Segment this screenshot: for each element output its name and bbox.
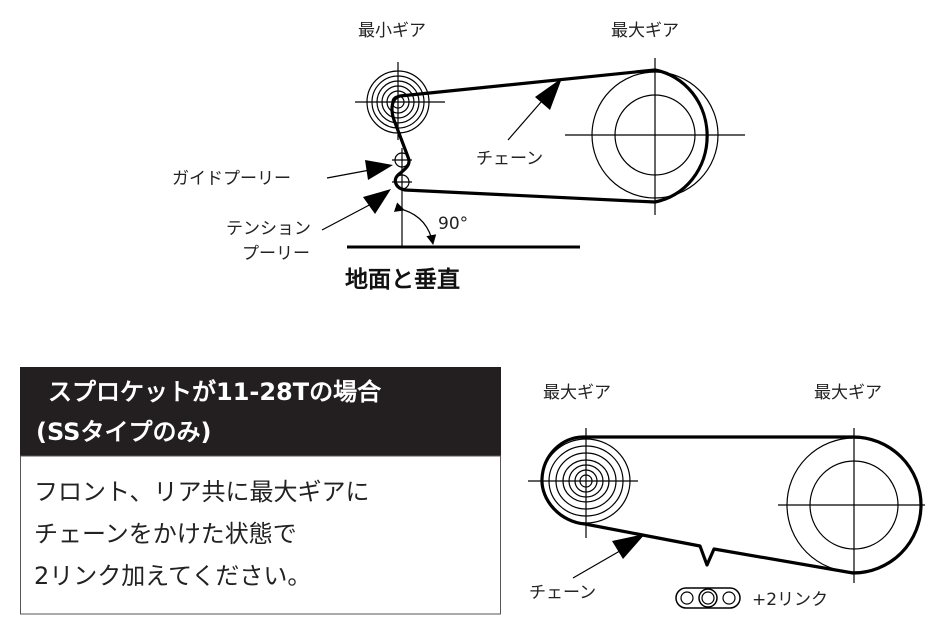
largest-gear-label: 最大ギア xyxy=(611,21,679,41)
arrowhead-icon xyxy=(363,189,391,214)
front-chainring-icon xyxy=(528,428,638,538)
guide-pulley-arrow-icon xyxy=(326,169,371,179)
note-header-line1: スプロケットが11-28Tの場合 xyxy=(48,378,382,406)
note-header-line2: (SSタイプのみ) xyxy=(36,418,211,446)
plus-two-links-label: +2リンク xyxy=(752,590,828,610)
smallest-gear-label: 最小ギア xyxy=(358,21,426,41)
arrowhead-icon xyxy=(535,78,562,110)
chain-path xyxy=(540,435,923,575)
angle-label: 90° xyxy=(438,214,468,234)
arrowhead-icon xyxy=(365,160,393,180)
caption-perpendicular-to-ground: 地面と垂直 xyxy=(345,266,460,293)
rear-gear-label: 最大ギア xyxy=(814,383,882,403)
small-sprocket-icon xyxy=(355,62,445,140)
tension-pulley-arrow-icon xyxy=(321,201,376,231)
chain-label: チェーン xyxy=(476,149,543,169)
large-chainring-icon xyxy=(565,58,745,215)
chain-path xyxy=(390,68,709,204)
note-body-border xyxy=(20,455,501,615)
front-gear-label: 最大ギア xyxy=(543,383,611,403)
note-body-line2: チェーンをかけた状態で xyxy=(34,520,297,548)
note-body-line1: フロント、リア共に最大ギアに xyxy=(34,478,370,506)
tension-pulley-label-line2: プーリー xyxy=(242,244,310,264)
chain-links-icon xyxy=(675,587,741,609)
chain-label: チェーン xyxy=(529,583,596,603)
note-body-line3: 2リンク加えてください。 xyxy=(34,562,311,590)
tension-pulley-label-line1: テンション xyxy=(226,219,311,239)
chain-pointer-arrow-icon xyxy=(572,547,626,579)
top-diagram: 最小ギア 最大ギア 90° xyxy=(172,21,745,293)
note-box: スプロケットが11-28Tの場合 (SSタイプのみ) フロント、リア共に最大ギア… xyxy=(20,367,501,615)
guide-pulley-label: ガイドプーリー xyxy=(172,169,291,189)
right-angle-arrow-icon xyxy=(393,202,437,245)
rear-sprocket-icon xyxy=(778,428,925,583)
arrowhead-icon xyxy=(612,534,645,559)
note-header-background xyxy=(20,367,501,456)
bottom-diagram: 最大ギア 最大ギア チェーン xyxy=(528,383,925,610)
